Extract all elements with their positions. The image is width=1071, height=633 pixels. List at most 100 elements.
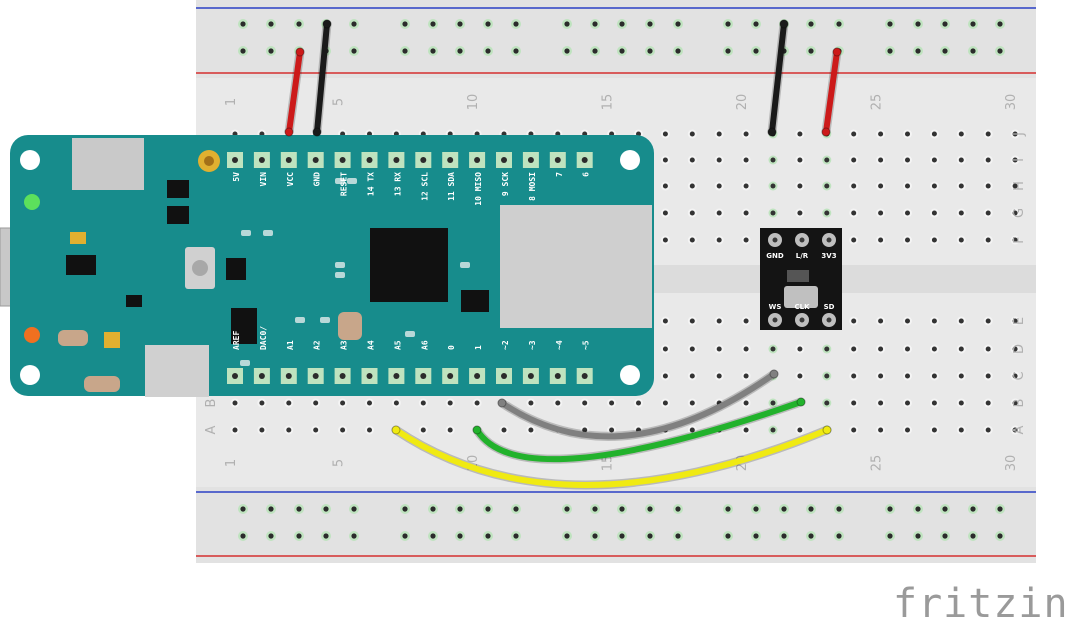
breadboard-hole [770, 400, 776, 406]
breadboard-hole [905, 318, 910, 324]
breadboard-hole [286, 400, 292, 406]
wire-gnd-black [314, 21, 330, 135]
breadboard-hole [232, 427, 238, 433]
breadboard-hole [313, 400, 319, 406]
rail-hole [402, 506, 408, 512]
breadboard-hole [689, 318, 695, 324]
breadboard-hole [259, 400, 265, 406]
rail-hole [915, 48, 921, 54]
breadboard-hole [985, 346, 991, 352]
rail-hole [592, 533, 598, 539]
breadboard-hole [851, 400, 857, 406]
breadboard-hole [1012, 373, 1018, 379]
rail-hole [592, 48, 598, 54]
rail-hole [268, 506, 274, 512]
sensor-pin-label-top: 3V3 [821, 252, 836, 260]
breadboard-hole [743, 183, 749, 189]
header-pin-top [447, 157, 454, 163]
breadboard-hole [609, 427, 615, 433]
wire-yellow-end [822, 425, 832, 435]
rail-hole [836, 533, 842, 539]
rail-hole [915, 506, 921, 512]
rail-hole [485, 21, 491, 27]
rail-hole [781, 533, 787, 539]
breadboard-hole [662, 373, 668, 379]
breadboard-hole [770, 183, 776, 189]
breadboard-hole [609, 400, 615, 406]
mounting-hole [20, 365, 40, 385]
microphone-capsule [784, 286, 818, 308]
breadboard-hole [878, 318, 884, 324]
rail-hole [753, 21, 759, 27]
pin-label-top: 5V [232, 172, 241, 182]
sd-card-slot [500, 205, 652, 328]
rail-hole [887, 506, 893, 512]
pin-label-top: 9 SCK [501, 172, 510, 196]
breadboard-hole [824, 373, 830, 379]
wire-yellow [393, 427, 830, 488]
breadboard-hole [582, 400, 588, 406]
rail-hole [485, 506, 491, 512]
mounting-hole [20, 150, 40, 170]
breadboard-hole [340, 427, 346, 433]
rail-hole [485, 48, 491, 54]
pin-label-top: VIN [259, 172, 268, 187]
breadboard-hole [797, 183, 803, 189]
rail-hole [836, 506, 842, 512]
rail-hole [430, 21, 436, 27]
breadboard-hole [743, 427, 749, 433]
breadboard-hole [662, 157, 668, 163]
breadboard-hole [905, 210, 910, 216]
breadboard-hole [985, 373, 991, 379]
rail-hole [402, 533, 408, 539]
wire-vcc-red [286, 49, 303, 135]
breadboard-hole [1012, 210, 1018, 216]
breadboard-hole [824, 400, 830, 406]
microcontroller-chip [370, 228, 448, 302]
breadboard-hole [689, 183, 695, 189]
rail-hole [592, 21, 598, 27]
breadboard-hole [447, 400, 453, 406]
row-letter-right: J [1012, 132, 1027, 137]
column-number-top: 20 [735, 94, 750, 111]
breadboard-hole [501, 427, 507, 433]
crystal [84, 376, 120, 392]
column-number-bottom: 5 [332, 459, 347, 467]
wire-gray-end [497, 398, 507, 408]
smd-passive [240, 360, 250, 366]
wire-gnd-rail-black [769, 21, 787, 135]
breadboard-hole [770, 157, 776, 163]
breadboard-hole [716, 210, 722, 216]
rail-hole [268, 21, 274, 27]
sensor-pin-label-top: GND [766, 252, 784, 260]
column-number-top: 15 [601, 94, 616, 111]
pin-label-top: RESET [340, 172, 349, 196]
header-pin-bottom [554, 373, 561, 379]
smd-passive [263, 230, 273, 236]
breadboard-hole [1012, 237, 1018, 243]
breadboard-hole [662, 318, 668, 324]
pin-label-bottom: ~3 [528, 340, 537, 350]
row-letter-left: B [204, 399, 219, 408]
breadboard-hole [958, 131, 964, 137]
rail-hole [592, 506, 598, 512]
breadboard-hole [689, 157, 695, 163]
rail-hole [970, 21, 976, 27]
rail-hole [564, 506, 570, 512]
row-letter-right: E [1012, 317, 1027, 325]
row-letter-right: F [1012, 236, 1027, 243]
rail-hole [970, 48, 976, 54]
breadboard-hole [878, 131, 884, 137]
breadboard-hole [931, 373, 937, 379]
breadboard-hole [931, 210, 937, 216]
rail-hole [997, 506, 1003, 512]
smd-passive [405, 331, 415, 337]
header-pin-top [527, 157, 534, 163]
breadboard-hole [689, 373, 695, 379]
pin-label-top: 8 MOSI [528, 172, 537, 201]
rail-hole [564, 21, 570, 27]
rail-hole [430, 506, 436, 512]
breadboard-hole [985, 131, 991, 137]
crystal [338, 312, 362, 340]
breadboard-hole [662, 183, 668, 189]
